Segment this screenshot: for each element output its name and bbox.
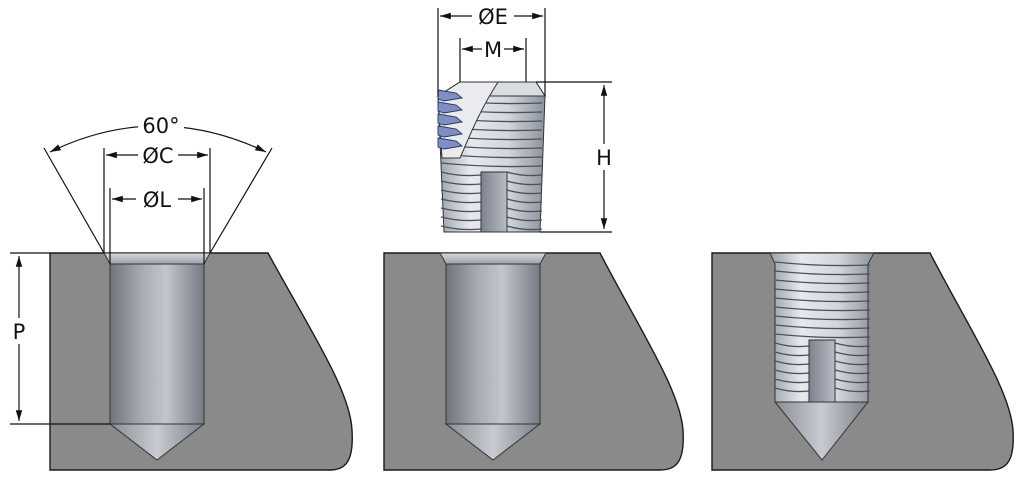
thread-line — [506, 207, 543, 213]
cutaway-thread-teeth — [437, 89, 464, 150]
hole-diameter-dimension: ØL — [109, 186, 205, 264]
thread-line — [506, 189, 543, 195]
thread-line — [774, 306, 871, 312]
thread-line — [834, 351, 871, 357]
thread-line — [440, 216, 482, 222]
insert-slot — [480, 171, 508, 233]
thread-tooth-section — [437, 89, 464, 102]
countersink-diameter-label: ØC — [142, 144, 173, 168]
thread-line — [440, 198, 482, 204]
depth-label: P — [13, 320, 26, 344]
thread-line — [774, 360, 810, 366]
threaded-insert — [436, 81, 546, 233]
installed-insert — [769, 252, 875, 403]
countersink — [103, 252, 211, 265]
drill-point — [108, 423, 206, 461]
thread-size-label: M — [484, 38, 502, 62]
drill-point — [444, 423, 542, 461]
insert-diameter-dimension: ØE — [437, 3, 546, 96]
thread-line — [506, 225, 543, 231]
thread-line — [506, 198, 543, 204]
thread-line — [834, 387, 871, 393]
thread-line — [834, 360, 871, 366]
thread-line — [506, 180, 543, 186]
thread-line — [774, 270, 871, 276]
thread-cutaway-section — [437, 81, 499, 159]
thread-line — [774, 297, 871, 303]
thread-line — [834, 369, 871, 375]
thread-tooth-section — [437, 125, 464, 138]
thread-size-dimension: M — [459, 36, 527, 82]
countersink — [439, 252, 547, 265]
thread-line — [440, 162, 543, 168]
thread-line — [774, 315, 871, 321]
thread-line — [774, 261, 871, 267]
thread-line — [506, 216, 543, 222]
panel-hole: 60° ØC ØL P — [8, 112, 353, 471]
panel-installed — [711, 252, 1014, 471]
thread-line — [774, 333, 871, 339]
thread-tooth-section — [437, 137, 464, 150]
thread-line — [774, 288, 871, 294]
insert-height-label: H — [596, 146, 612, 170]
thread-line — [834, 378, 871, 384]
panel-insert: ØE M H — [383, 3, 684, 471]
thread-tooth-section — [437, 113, 464, 126]
angle-label: 60° — [142, 114, 179, 138]
drilled-hole — [109, 263, 205, 425]
thread-line — [774, 342, 810, 348]
thread-line — [440, 207, 482, 213]
insert-diameter-label: ØE — [478, 5, 508, 29]
thread-line — [440, 171, 482, 177]
thread-lines — [774, 261, 871, 393]
thread-line — [774, 324, 871, 330]
angle-dimension: 60° — [43, 112, 273, 254]
thread-line — [440, 225, 482, 231]
hole-diameter-label: ØL — [143, 188, 172, 212]
thread-lines — [440, 99, 543, 231]
thread-line — [440, 180, 482, 186]
thread-line — [774, 279, 871, 285]
thread-line — [774, 387, 810, 393]
thread-line — [774, 369, 810, 375]
drilled-hole — [445, 263, 541, 425]
thread-line — [506, 171, 543, 177]
depth-dimension: P — [8, 252, 110, 425]
thread-line — [774, 351, 810, 357]
thread-line — [440, 189, 482, 195]
thread-line — [774, 378, 810, 384]
insert-slot — [808, 339, 836, 403]
thread-tooth-section — [437, 101, 464, 114]
countersink-diameter-dimension: ØC — [103, 142, 211, 253]
insert-height-dimension: H — [536, 81, 616, 233]
thread-line — [834, 342, 871, 348]
